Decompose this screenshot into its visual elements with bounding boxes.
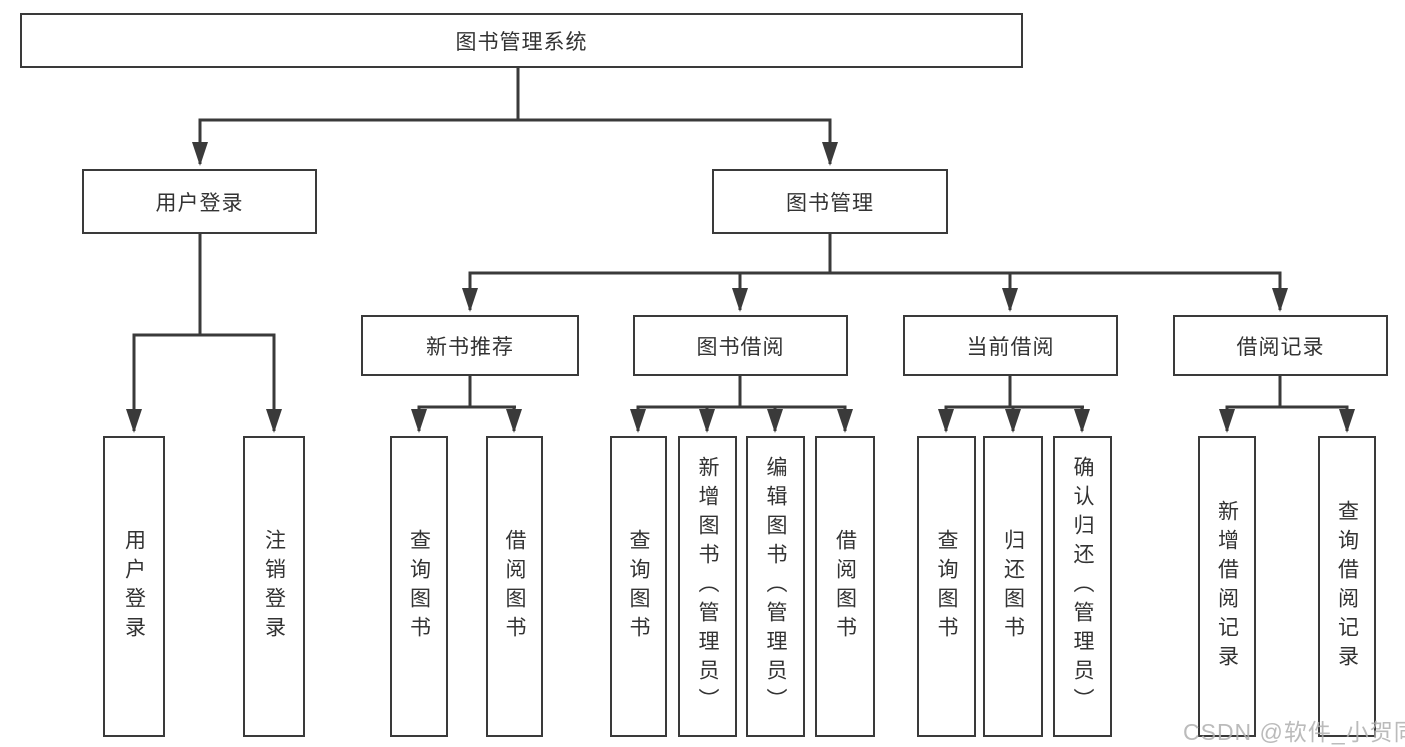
- node-current-borrowing: 当前借阅: [903, 315, 1118, 376]
- leaf-query-books-2: 查询图书: [610, 436, 667, 737]
- leaf-add-books-admin-label: 新增图书（管理员）: [696, 456, 719, 717]
- leaf-user-login-label: 用户登录: [122, 528, 146, 645]
- leaf-query-borrow-record: 查询借阅记录: [1318, 436, 1376, 737]
- node-book-management-label: 图书管理: [786, 191, 874, 215]
- node-new-book-recommendation-label: 新书推荐: [426, 335, 514, 359]
- leaf-confirm-return-admin-label: 确认归还（管理员）: [1071, 456, 1094, 717]
- node-library-system-label: 图书管理系统: [455, 30, 588, 54]
- connector-userlogin-to-leaves: [126, 234, 282, 433]
- leaf-edit-books-admin: 编辑图书（管理员）: [746, 436, 805, 737]
- node-user-login: 用户登录: [82, 169, 317, 234]
- connector-currentborrow-to-leaves: [938, 376, 1090, 433]
- leaf-user-login: 用户登录: [103, 436, 165, 737]
- leaf-logout: 注销登录: [243, 436, 305, 737]
- leaf-query-borrow-record-label: 查询借阅记录: [1335, 499, 1359, 674]
- leaf-query-books-2-label: 查询图书: [627, 528, 650, 645]
- leaf-query-books: 查询图书: [390, 436, 448, 737]
- csdn-watermark: CSDN @软件_小贺同学: [1183, 719, 1405, 745]
- leaf-query-books-3: 查询图书: [917, 436, 976, 737]
- leaf-borrow-books-2-label: 借阅图书: [833, 528, 857, 645]
- connector-root-to-level2: [192, 68, 838, 166]
- node-library-system: 图书管理系统: [20, 13, 1023, 68]
- leaf-return-books: 归还图书: [983, 436, 1043, 737]
- leaf-return-books-label: 归还图书: [1001, 528, 1025, 645]
- connector-bookmgmt-to-level3: [462, 234, 1288, 312]
- leaf-edit-books-admin-label: 编辑图书（管理员）: [764, 456, 787, 717]
- node-borrowing-records: 借阅记录: [1173, 315, 1388, 376]
- leaf-confirm-return-admin: 确认归还（管理员）: [1053, 436, 1112, 737]
- leaf-query-books-label: 查询图书: [407, 528, 431, 645]
- leaf-borrow-books-label: 借阅图书: [503, 528, 526, 645]
- connector-newbooks-to-leaves: [411, 376, 522, 433]
- connector-bookborrow-to-leaves: [630, 376, 853, 433]
- node-new-book-recommendation: 新书推荐: [361, 315, 579, 376]
- node-book-borrowing: 图书借阅: [633, 315, 848, 376]
- leaf-add-borrow-record-label: 新增借阅记录: [1215, 499, 1239, 674]
- leaf-borrow-books-2: 借阅图书: [815, 436, 875, 737]
- node-current-borrowing-label: 当前借阅: [966, 335, 1055, 359]
- node-book-borrowing-label: 图书借阅: [696, 335, 785, 359]
- leaf-query-books-3-label: 查询图书: [935, 528, 958, 645]
- node-book-management: 图书管理: [712, 169, 948, 234]
- leaf-logout-label: 注销登录: [262, 528, 286, 645]
- leaf-borrow-books: 借阅图书: [486, 436, 543, 737]
- leaf-add-books-admin: 新增图书（管理员）: [678, 436, 737, 737]
- node-user-login-label: 用户登录: [155, 191, 244, 215]
- connector-borrowrecords-to-leaves: [1219, 376, 1355, 433]
- node-borrowing-records-label: 借阅记录: [1236, 335, 1325, 359]
- leaf-add-borrow-record: 新增借阅记录: [1198, 436, 1256, 737]
